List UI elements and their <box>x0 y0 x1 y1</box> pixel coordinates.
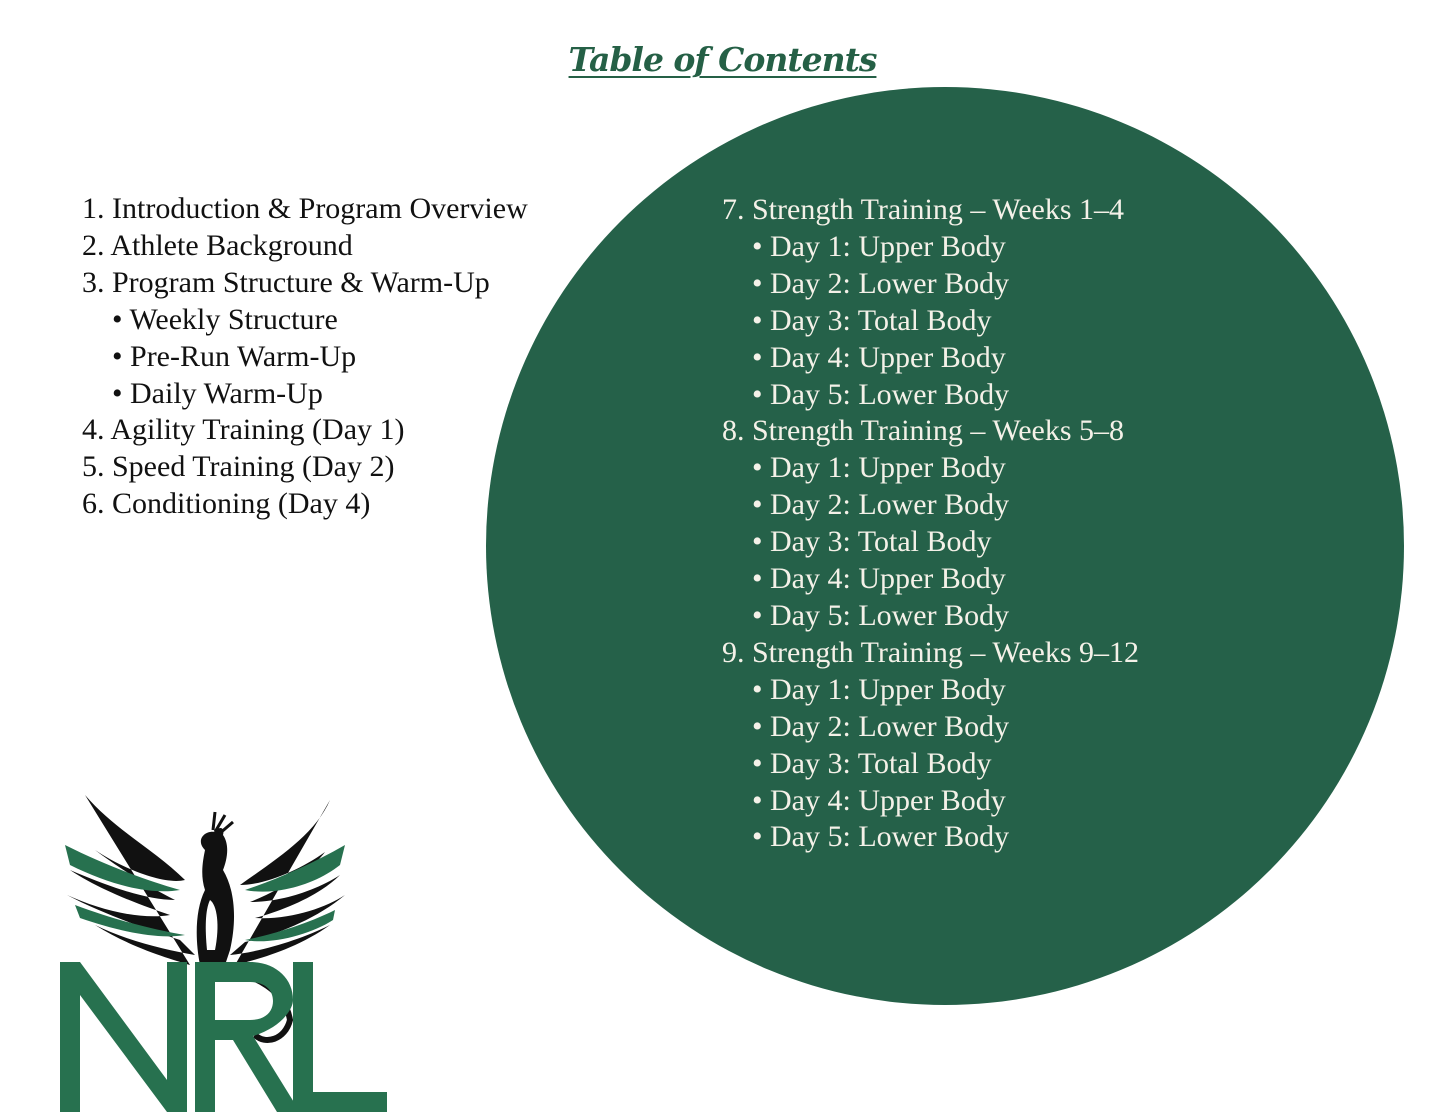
toc-subitem[interactable]: • Day 1: Upper Body <box>752 451 1006 485</box>
toc-subitem[interactable]: • Weekly Structure <box>112 302 338 336</box>
toc-item[interactable]: 3. Program Structure & Warm-Up <box>82 265 490 299</box>
toc-subitem[interactable]: • Day 4: Upper Body <box>752 562 1006 596</box>
phoenix-logo-icon <box>60 795 387 1112</box>
toc-subitem[interactable]: • Day 3: Total Body <box>752 303 992 337</box>
toc-item[interactable]: 1. Introduction & Program Overview <box>82 192 528 225</box>
page-title: Table of Contents <box>568 40 878 79</box>
toc-item[interactable]: 2. Athlete Background <box>82 228 353 262</box>
toc-subitem[interactable]: • Day 4: Upper Body <box>752 783 1006 817</box>
toc-item[interactable]: 9. Strength Training – Weeks 9–12 <box>722 635 1140 669</box>
toc-subitem[interactable]: • Day 1: Upper Body <box>752 672 1006 706</box>
toc-subitem[interactable]: • Pre-Run Warm-Up <box>112 339 357 373</box>
toc-subitem[interactable]: • Day 2: Lower Body <box>752 266 1010 300</box>
toc-subitem[interactable]: • Day 3: Total Body <box>752 525 992 559</box>
toc-item[interactable]: 4. Agility Training (Day 1) <box>82 413 405 447</box>
toc-left-column: 1. Introduction & Program Overview 2. At… <box>82 191 528 523</box>
toc-right-column: 7. Strength Training – Weeks 1–4 • Day 1… <box>722 192 1139 856</box>
toc-item[interactable]: 5. Speed Training (Day 2) <box>82 450 395 484</box>
toc-subitem[interactable]: • Day 2: Lower Body <box>752 488 1010 522</box>
toc-subitem[interactable]: • Day 5: Lower Body <box>752 598 1010 632</box>
green-circle-background <box>486 87 1404 1005</box>
toc-subitem[interactable]: • Day 3: Total Body <box>752 746 992 780</box>
toc-subitem[interactable]: • Day 5: Lower Body <box>752 820 1010 854</box>
toc-subitem[interactable]: • Day 2: Lower Body <box>752 709 1010 743</box>
toc-item[interactable]: 6. Conditioning (Day 4) <box>82 487 371 521</box>
toc-item[interactable]: 7. Strength Training – Weeks 1–4 <box>722 193 1125 226</box>
toc-subitem[interactable]: • Day 4: Upper Body <box>752 340 1006 374</box>
nrl-logo <box>55 790 395 1116</box>
toc-subitem[interactable]: • Day 1: Upper Body <box>752 229 1006 263</box>
toc-item[interactable]: 8. Strength Training – Weeks 5–8 <box>722 414 1125 448</box>
toc-subitem[interactable]: • Day 5: Lower Body <box>752 377 1010 411</box>
toc-subitem[interactable]: • Daily Warm-Up <box>112 376 323 410</box>
